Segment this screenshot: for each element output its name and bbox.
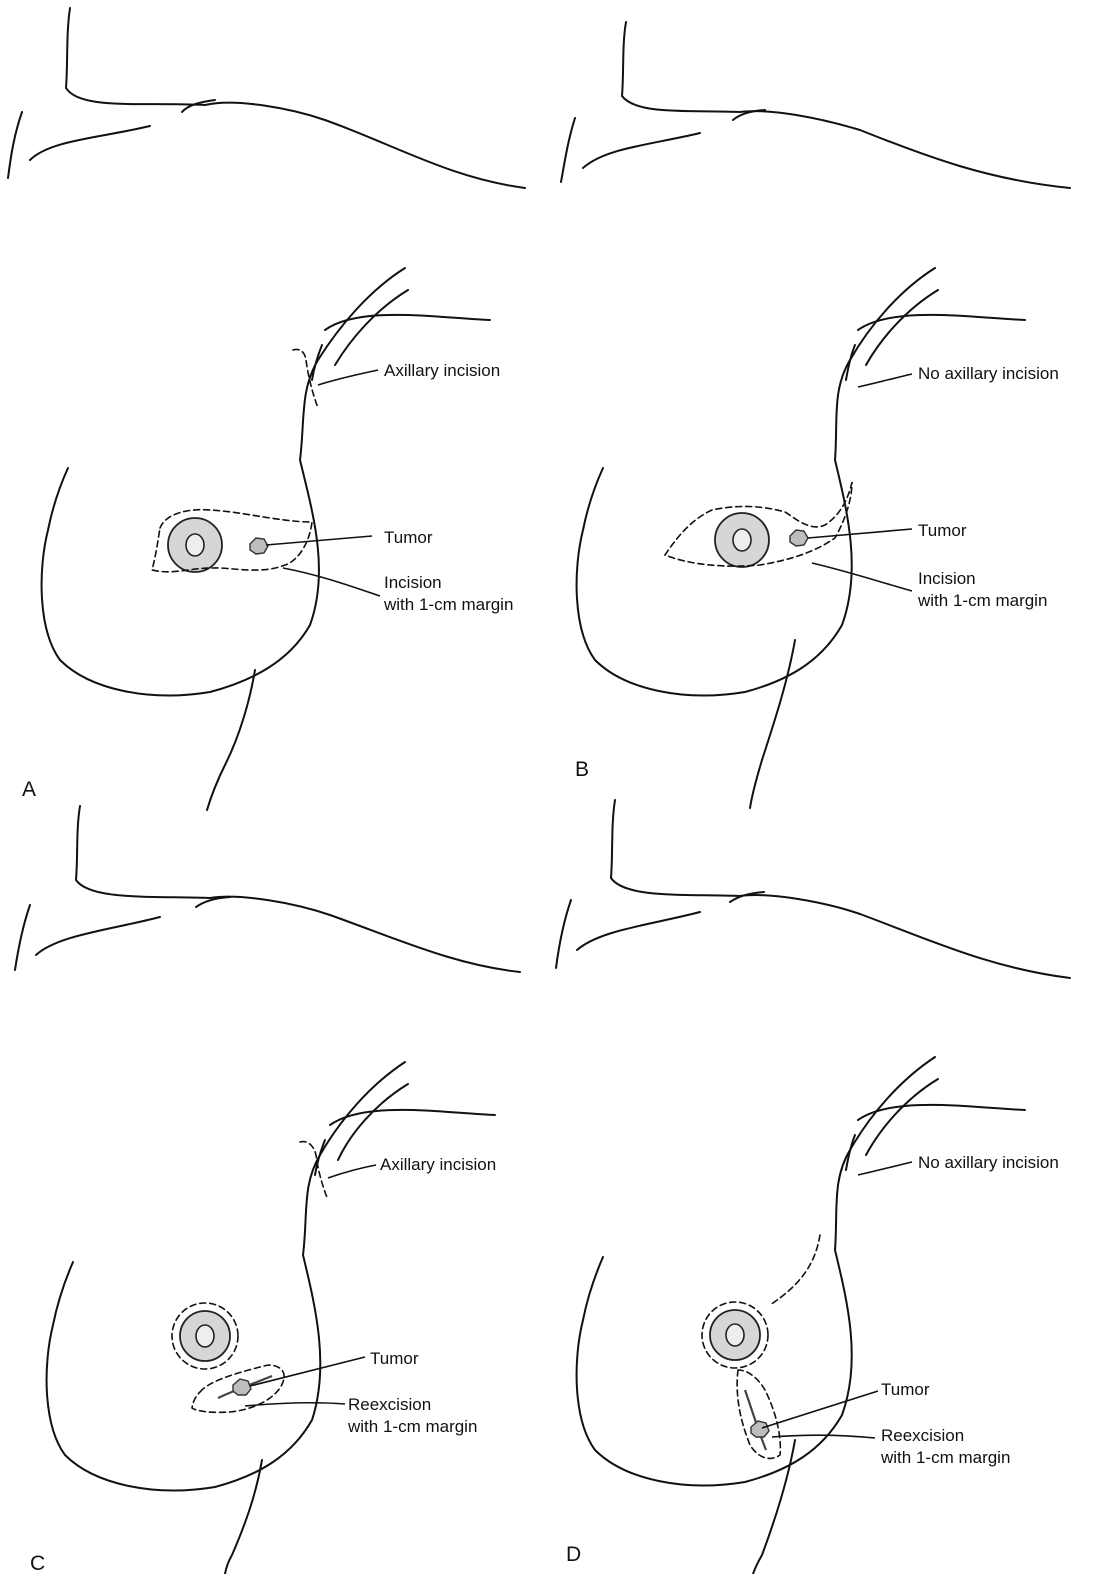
dashed-extension-incision [770, 1235, 820, 1305]
incision-label-line2: with 1-cm margin [880, 1448, 1010, 1467]
leader-incision [283, 568, 380, 596]
incision-label-line1: Incision [918, 569, 976, 588]
breast-outline [47, 1062, 495, 1574]
leader-axillary [318, 370, 378, 385]
panel-letter: D [566, 1543, 581, 1566]
incision-label-line2: with 1-cm margin [917, 591, 1047, 610]
nipple-areola [710, 1310, 760, 1360]
tumor-label: Tumor [918, 521, 967, 540]
shoulder-outline [556, 800, 1070, 978]
panel-letter: B [575, 758, 589, 781]
tumor-label: Tumor [384, 528, 433, 547]
axillary-incision-label: Axillary incision [380, 1155, 496, 1174]
tumor-mass [790, 530, 808, 546]
leader-axillary [858, 374, 912, 387]
shoulder-outline [561, 22, 1070, 188]
nipple-areola [168, 518, 222, 572]
leader-axillary [858, 1162, 912, 1175]
panel-c: Axillary incision Tumor Reexcision with … [15, 806, 520, 1574]
incision-label-line2: with 1-cm margin [347, 1417, 477, 1436]
incision-label-line2: with 1-cm margin [383, 595, 513, 614]
leader-tumor [808, 529, 912, 538]
leader-incision [772, 1435, 875, 1438]
shoulder-outline [8, 8, 525, 188]
incision-label-line1: Reexcision [881, 1426, 964, 1445]
incision-label-line1: Incision [384, 573, 442, 592]
nipple-areola [180, 1311, 230, 1361]
leader-axillary [328, 1165, 376, 1178]
panel-b: No axillary incision Tumor Incision with… [561, 22, 1070, 808]
tumor-label: Tumor [370, 1349, 419, 1368]
panel-letter: C [30, 1552, 45, 1574]
panel-a: Axillary incision Tumor Incision with 1-… [8, 8, 525, 810]
leader-incision [812, 563, 912, 591]
nipple-areola [715, 513, 769, 567]
tumor-mass [751, 1421, 769, 1437]
tumor-label: Tumor [881, 1380, 930, 1399]
panel-letter: A [22, 778, 36, 801]
axillary-incision-label: Axillary incision [384, 361, 500, 380]
axillary-incision-label: No axillary incision [918, 1153, 1059, 1172]
breast-outline [577, 1057, 1025, 1574]
incision-label-line1: Reexcision [348, 1395, 431, 1414]
shoulder-outline [15, 806, 520, 972]
tumor-mass [250, 538, 268, 554]
panel-d: No axillary incision Tumor Reexcision wi… [556, 800, 1070, 1574]
tumor-mass [233, 1379, 251, 1395]
leader-tumor [266, 536, 372, 545]
axillary-incision-label: No axillary incision [918, 364, 1059, 383]
dashed-reexcision [737, 1370, 780, 1458]
leader-tumor [250, 1357, 365, 1386]
leader-tumor [762, 1391, 878, 1428]
